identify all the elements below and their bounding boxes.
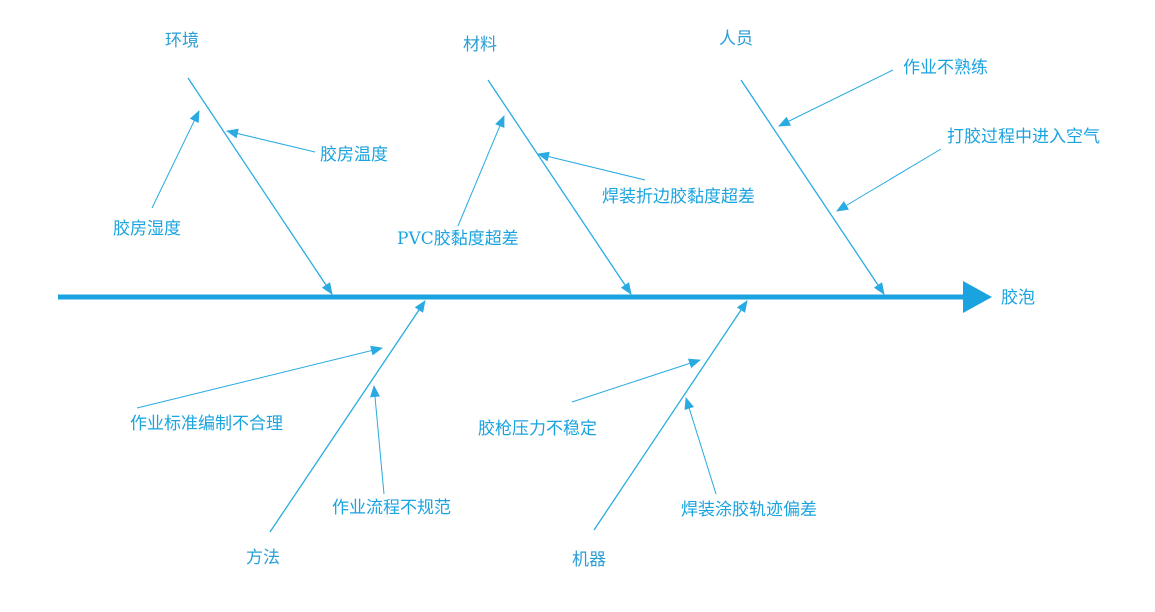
spine-arrowhead bbox=[963, 281, 992, 313]
cause-method-standard-label: 作业标准编制不合理 bbox=[130, 414, 283, 434]
cause-arrow-mat-hem-viscosity bbox=[537, 151, 646, 181]
cause-mat-hem-viscosity-label: 焊装折边胶黏度超差 bbox=[602, 187, 755, 207]
cause-arrow-method-standard bbox=[136, 345, 383, 409]
category-material-label: 材料 bbox=[463, 35, 497, 55]
cause-arrow-env-temperature bbox=[226, 128, 316, 153]
cause-method-process-label: 作业流程不规范 bbox=[332, 498, 451, 518]
bone-machine bbox=[593, 300, 748, 531]
bone-environment bbox=[187, 77, 333, 295]
effect-label: 胶泡 bbox=[1001, 288, 1035, 308]
cause-arrow-env-humidity bbox=[151, 110, 200, 209]
category-method-label: 方法 bbox=[246, 548, 280, 568]
cause-machine-trajectory-label: 焊装涂胶轨迹偏差 bbox=[681, 500, 817, 520]
cause-arrow-method-process bbox=[370, 385, 385, 495]
cause-env-humidity-label: 胶房湿度 bbox=[113, 219, 181, 239]
bone-people bbox=[740, 79, 885, 295]
cause-mat-pvc-viscosity-label: PVC胶黏度超差 bbox=[397, 229, 519, 249]
cause-arrow-machine-trajectory bbox=[684, 397, 717, 495]
bone-method bbox=[269, 300, 426, 533]
cause-arrow-machine-pressure bbox=[571, 358, 701, 403]
cause-machine-pressure-label: 胶枪压力不稳定 bbox=[478, 419, 597, 439]
cause-arrow-ppl-air bbox=[836, 148, 942, 212]
bone-material bbox=[487, 79, 632, 295]
cause-env-temperature-label: 胶房温度 bbox=[320, 145, 388, 165]
category-machine-label: 机器 bbox=[572, 550, 606, 570]
cause-ppl-air-label: 打胶过程中进入空气 bbox=[947, 127, 1100, 147]
category-environment-label: 环境 bbox=[165, 31, 199, 51]
category-people-label: 人员 bbox=[719, 29, 753, 49]
cause-arrow-mat-pvc-viscosity bbox=[457, 115, 505, 227]
cause-ppl-unskilled-label: 作业不熟练 bbox=[903, 58, 988, 78]
cause-arrow-ppl-unskilled bbox=[778, 69, 894, 127]
